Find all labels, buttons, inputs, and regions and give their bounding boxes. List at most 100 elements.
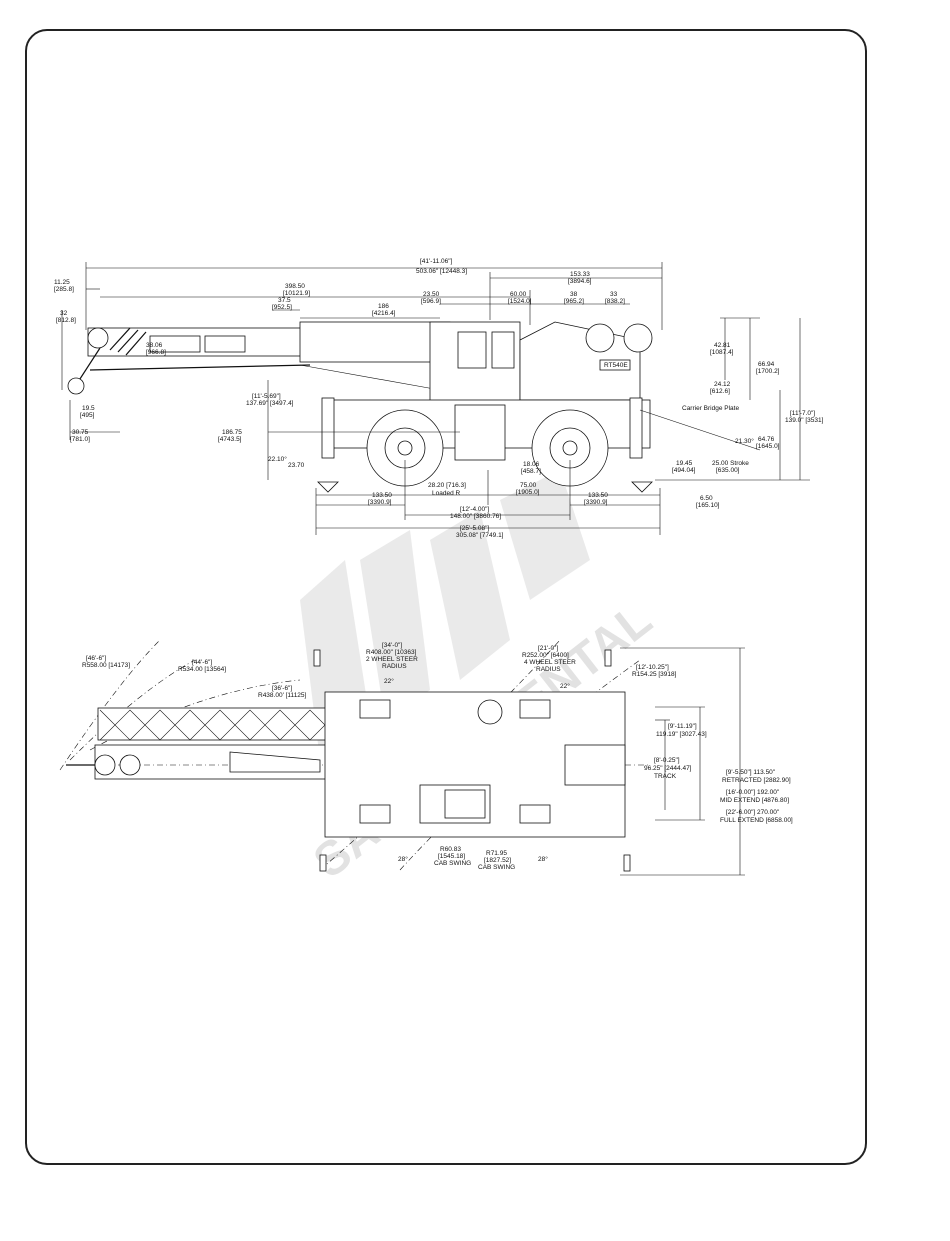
dim-33: 33 xyxy=(610,291,618,298)
full-extend-label: FULL EXTEND [6858.00] xyxy=(720,817,793,824)
dim-12-10: [12'-10.25"] xyxy=(636,664,669,671)
dim-133-50b: 133.50 xyxy=(588,492,608,499)
dim-overall-ft: [41'-11.06"] xyxy=(420,258,453,265)
dim-458: [458.7] xyxy=(521,468,541,475)
dim-34-0: [34'-0"] xyxy=(382,642,402,649)
model-label: RT540E xyxy=(604,362,628,369)
dim-r60: R60.83 xyxy=(440,846,461,853)
dim-612: [612.6] xyxy=(710,388,730,395)
dim-4743: [4743.5] xyxy=(218,436,242,443)
loaded-r-label: Loaded R xyxy=(432,490,460,497)
retracted-label: RETRACTED [2882.90] xyxy=(722,777,791,784)
dim-r408: R408.00" [10363] xyxy=(366,649,417,656)
dim-952: [952.5] xyxy=(272,304,292,311)
dim-r71-mm: [1827.52] xyxy=(484,857,511,864)
carrier-deck-top xyxy=(324,691,626,838)
two-wheel-label: 2 WHEEL STEER xyxy=(366,656,418,663)
carrier-bridge-label: Carrier Bridge Plate xyxy=(682,405,739,412)
dim-21-30: 21.30° xyxy=(735,437,754,445)
dim-overall: 503.06" [12448.3] xyxy=(416,268,467,275)
dim-38: 38 xyxy=(570,291,578,298)
mid-extend-label: MID EXTEND [4876.80] xyxy=(720,797,789,804)
dim-r60-mm: [1545.18] xyxy=(438,853,465,860)
dim-966: [966.8] xyxy=(146,349,166,356)
dim-22-6: [22'-6.00"] 270.00" xyxy=(726,809,780,816)
dim-4216: [4216.4] xyxy=(372,310,396,317)
dim-32: 32 xyxy=(60,310,68,317)
dim-165: [165.10] xyxy=(696,502,720,509)
dim-18-06: 18.06 xyxy=(523,461,540,468)
dim-19-5: 19.5 xyxy=(82,405,95,412)
dim-11-5: [11'-5.69"] xyxy=(252,393,281,400)
dim-1905: [1905.0] xyxy=(516,489,540,496)
dim-23-70: 23.70 xyxy=(288,462,305,469)
track-label: TRACK xyxy=(654,773,677,780)
dim-11-25: 11.25 xyxy=(54,279,70,286)
dim-10121: [10121.9] xyxy=(283,290,310,297)
dim-64-76: 64.76 xyxy=(758,436,775,443)
dim-r534: R534.00 [13564] xyxy=(178,666,226,673)
dim-r71: R71.95 xyxy=(486,850,507,857)
angle-22a: 22° xyxy=(384,677,394,685)
dim-494: [494.04] xyxy=(672,467,696,474)
boom xyxy=(67,321,451,395)
side-view: RT540E xyxy=(54,258,824,539)
dim-8-0: [8'-0.25"] xyxy=(654,757,680,764)
dim-3894: [3894.6] xyxy=(568,278,592,285)
superstructure: RT540E xyxy=(429,321,653,403)
dim-119: 119.19" [3027.43] xyxy=(656,731,707,738)
carrier xyxy=(317,397,653,493)
dim-22-10: 22.10° xyxy=(268,455,287,463)
cab-swing-label-2: CAB SWING xyxy=(478,864,515,871)
angle-28a: 28° xyxy=(398,855,408,863)
dim-r252: R252.00" [6400] xyxy=(522,652,569,659)
radius-label-2: RADIUS xyxy=(536,666,561,673)
dim-42-81: 42.81 xyxy=(714,342,731,349)
dim-965: [965.2] xyxy=(564,298,584,305)
angle-28b: 28° xyxy=(538,855,548,863)
page-border xyxy=(25,29,867,1165)
dim-66-94: 66.94 xyxy=(758,361,775,368)
dim-19-45: 19.45 xyxy=(676,460,693,467)
dim-28-20: 28.20 [716.3] xyxy=(428,482,466,489)
dim-186: 186 xyxy=(378,303,389,310)
dim-781: [781.0] xyxy=(70,436,90,443)
dim-1700: [1700.2] xyxy=(756,368,780,375)
dim-186-75: 186.75 xyxy=(222,429,242,436)
dim-r558: R558.00 [14173] xyxy=(82,662,130,669)
dim-24-12: 24.12 xyxy=(714,381,731,388)
dim-596: [596.9] xyxy=(421,298,441,305)
dim-1645: [1645.0] xyxy=(756,443,780,450)
dim-305: 305.08" [7749.1] xyxy=(456,532,504,539)
dim-30-75: 30.75 xyxy=(72,429,89,436)
dim-75: 75.00 xyxy=(520,482,537,489)
dim-635: [635.00] xyxy=(716,467,740,474)
dim-1524: [1524.0] xyxy=(508,298,532,305)
dim-3390a: [3390.9] xyxy=(368,499,392,506)
dim-9-11: [9'-11.19"] xyxy=(668,723,697,730)
dim-16-0: [16'-0.00"] 192.00" xyxy=(726,789,780,796)
dim-46-6: [46'-6"] xyxy=(86,655,106,662)
dim-r154: R154.25 [3918] xyxy=(632,671,677,678)
dim-21-0: [21'-0"] xyxy=(538,645,558,652)
dim-23-50: 23.50 xyxy=(423,291,440,298)
dim-495: [495] xyxy=(80,412,95,419)
dim-r438: R438.00' [11125] xyxy=(258,692,307,699)
dim-285: [285.8] xyxy=(54,286,74,293)
dim-11-7: [11'-7.0"] xyxy=(790,410,815,417)
dim-1087: [1087.4] xyxy=(710,349,734,356)
dim-44-6: [44'-6"] xyxy=(192,659,212,666)
angle-22b: 22° xyxy=(560,682,570,690)
dim-9-5: [9'-5.50"] 113.50" xyxy=(726,769,776,776)
dim-36-6: [36'-6"] xyxy=(272,685,292,692)
dim-25-stroke: 25.00 Stroke xyxy=(712,460,749,467)
radius-label-1: RADIUS xyxy=(382,663,407,670)
outrigger-pads xyxy=(313,649,631,872)
dim-398: 398.50 xyxy=(285,283,305,290)
four-wheel-label: 4 WHEEL STEER xyxy=(524,659,576,666)
dim-25-5: [25'-5.08"] xyxy=(460,525,489,532)
cab-swing-label-1: CAB SWING xyxy=(434,860,471,867)
dim-153: 153.33 xyxy=(570,271,590,278)
dim-96: 96.25" [2444.47] xyxy=(644,765,692,772)
